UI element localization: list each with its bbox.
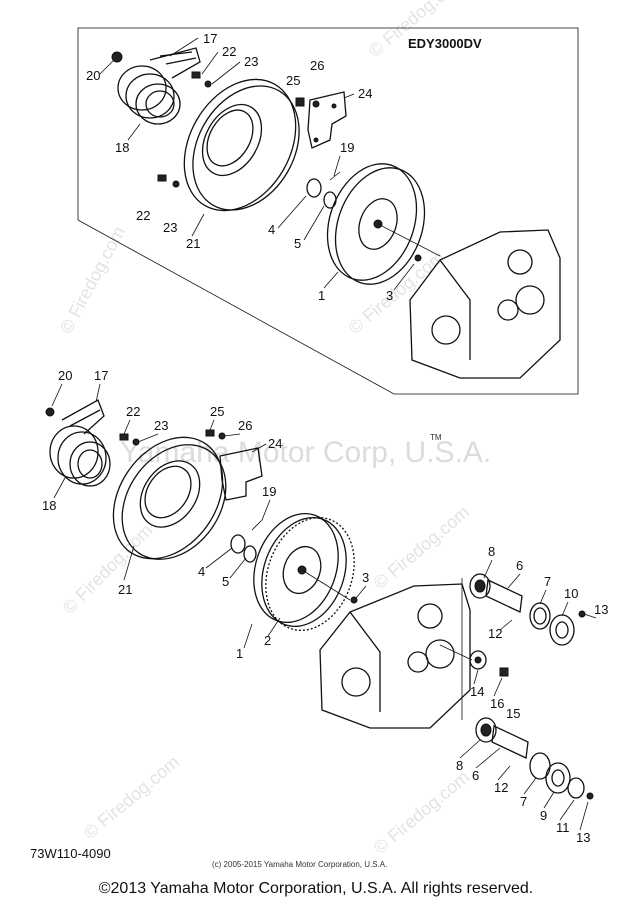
watermark-right-top: © Firedog.com — [365, 0, 468, 61]
top-bolts-22-23 — [157, 71, 212, 188]
top-label-22: 22 — [222, 44, 236, 59]
top-part-21-fan-cover — [183, 78, 300, 212]
top-label-26: 26 — [310, 58, 324, 73]
top-part-24-bracket — [307, 91, 347, 149]
diagram-code: 73W110-4090 — [30, 846, 111, 861]
bottom-label-26: 26 — [238, 418, 252, 433]
top-label-3: 3 — [386, 288, 393, 303]
bottom-label-8: 8 — [488, 544, 495, 559]
watermark-tm: TM — [430, 433, 442, 442]
bottom-label-6: 6 — [516, 558, 523, 573]
small-copyright: (c) 2005-2015 Yamaha Motor Corporation, … — [212, 860, 387, 869]
bottom-part-18-recoil-case — [49, 399, 111, 487]
top-engine-block — [409, 229, 561, 379]
bottom-leader-lines — [51, 383, 597, 831]
watermark-bottom-left: © Firedog.com — [80, 752, 183, 843]
bottom-label-1: 1 — [236, 646, 243, 661]
top-part-20-bolt — [111, 51, 123, 63]
top-parts-25-26 — [295, 97, 320, 108]
bottom-label-11: 11 — [556, 820, 570, 835]
bottom-label-14: 14 — [470, 684, 484, 699]
top-section-frame — [77, 27, 579, 395]
bottom-label-21: 21 — [118, 582, 132, 597]
bottom-label-12: 12 — [488, 626, 502, 641]
model-code: EDY3000DV — [408, 36, 482, 51]
bottom-parts-14-15-16 — [439, 644, 509, 677]
bottom-label-13b: 13 — [576, 830, 590, 845]
bottom-label-20: 20 — [58, 368, 72, 383]
top-label-24: 24 — [358, 86, 372, 101]
bottom-label-4: 4 — [198, 564, 205, 579]
top-label-23b: 23 — [163, 220, 177, 235]
watermark-bottom-right: © Firedog.com — [370, 767, 473, 858]
bottom-label-5: 5 — [222, 574, 229, 589]
top-label-1: 1 — [318, 288, 325, 303]
bottom-label-23: 23 — [154, 418, 168, 433]
bottom-label-12b: 12 — [494, 780, 508, 795]
bottom-label-15: 15 — [506, 706, 520, 721]
top-label-4: 4 — [268, 222, 275, 237]
bottom-label-22: 22 — [126, 404, 140, 419]
top-part-18-recoil-case — [117, 47, 201, 125]
bottom-label-10: 10 — [564, 586, 578, 601]
bottom-parts-4-5-19 — [230, 519, 358, 604]
top-leader-lines — [99, 37, 415, 291]
bottom-part-21-fan-cover — [112, 436, 227, 560]
bottom-label-16: 16 — [490, 696, 504, 711]
top-label-23: 23 — [244, 54, 258, 69]
top-label-21: 21 — [186, 236, 200, 251]
bottom-label-13: 13 — [594, 602, 608, 617]
bottom-label-8b: 8 — [456, 758, 463, 773]
bottom-label-2: 2 — [264, 633, 271, 648]
top-parts-4-5-19 — [306, 171, 422, 262]
bottom-label-7b: 7 — [520, 794, 527, 809]
watermark-mid-low: © Firedog.com — [370, 502, 473, 593]
top-label-22b: 22 — [136, 208, 150, 223]
bottom-engine-block — [319, 583, 471, 729]
bottom-label-18: 18 — [42, 498, 56, 513]
watermark-left-top: © Firedog.com — [56, 223, 129, 337]
top-label-5: 5 — [294, 236, 301, 251]
bottom-label-7: 7 — [544, 574, 551, 589]
bottom-label-6b: 6 — [472, 768, 479, 783]
bottom-label-17: 17 — [94, 368, 108, 383]
top-label-19: 19 — [340, 140, 354, 155]
bottom-label-3: 3 — [362, 570, 369, 585]
bottom-label-19: 19 — [262, 484, 276, 499]
bottom-label-9: 9 — [540, 808, 547, 823]
bottom-part-24-bracket — [219, 447, 263, 501]
top-label-20: 20 — [86, 68, 100, 83]
bottom-part-1-flywheel — [253, 512, 355, 632]
watermark-owner: Yamaha Motor Corp, U.S.A. — [120, 436, 491, 469]
watermark-left-low: © Firedog.com — [59, 520, 157, 618]
bottom-label-25: 25 — [210, 404, 224, 419]
top-label-25: 25 — [286, 73, 300, 88]
bottom-label-24: 24 — [268, 436, 282, 451]
top-label-18: 18 — [115, 140, 129, 155]
bottom-balancer-lower — [475, 717, 594, 800]
top-label-17: 17 — [203, 31, 217, 46]
footer-copyright: ©2013 Yamaha Motor Corporation, U.S.A. A… — [98, 880, 534, 897]
bottom-part-20-bolt — [45, 407, 55, 417]
